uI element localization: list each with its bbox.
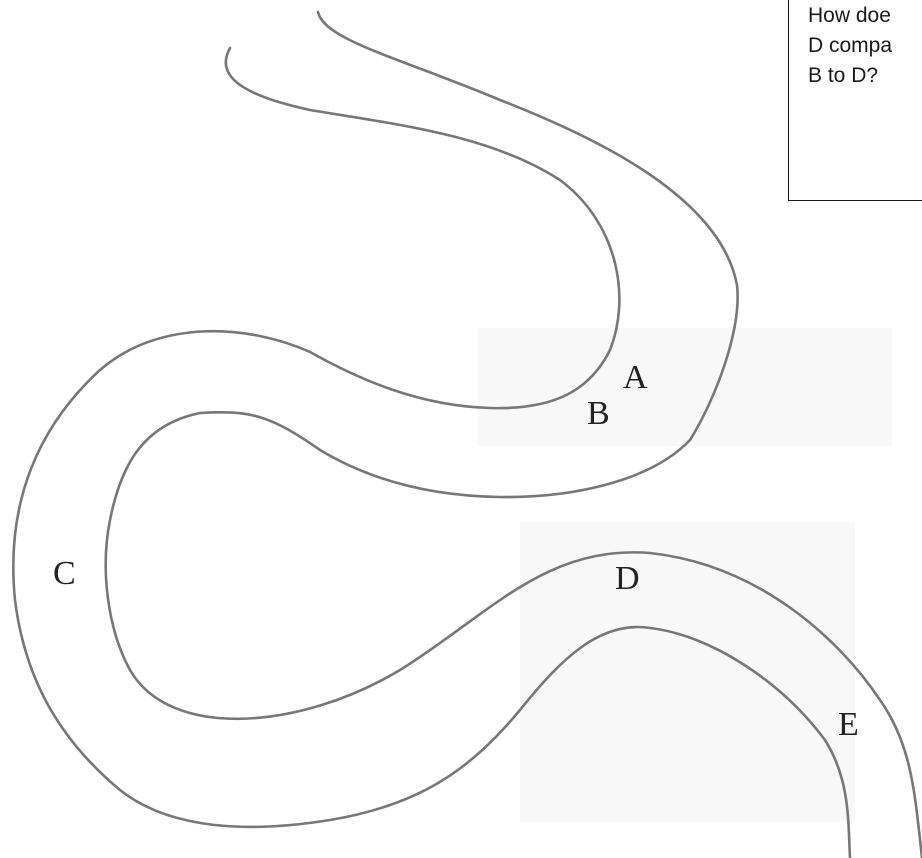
question-box: How doe D compa B to D? — [788, 0, 922, 201]
river-inner-bank — [12, 46, 852, 858]
background-smudge — [478, 328, 892, 446]
river-outer-bank — [104, 10, 922, 858]
label-point-c: C — [53, 555, 76, 592]
question-text: How doe D compa B to D? — [808, 4, 893, 87]
background-smudge — [520, 522, 855, 822]
label-point-e: E — [838, 706, 859, 743]
label-point-a: A — [623, 359, 648, 396]
label-point-d: D — [615, 560, 640, 597]
label-point-b: B — [587, 395, 610, 432]
